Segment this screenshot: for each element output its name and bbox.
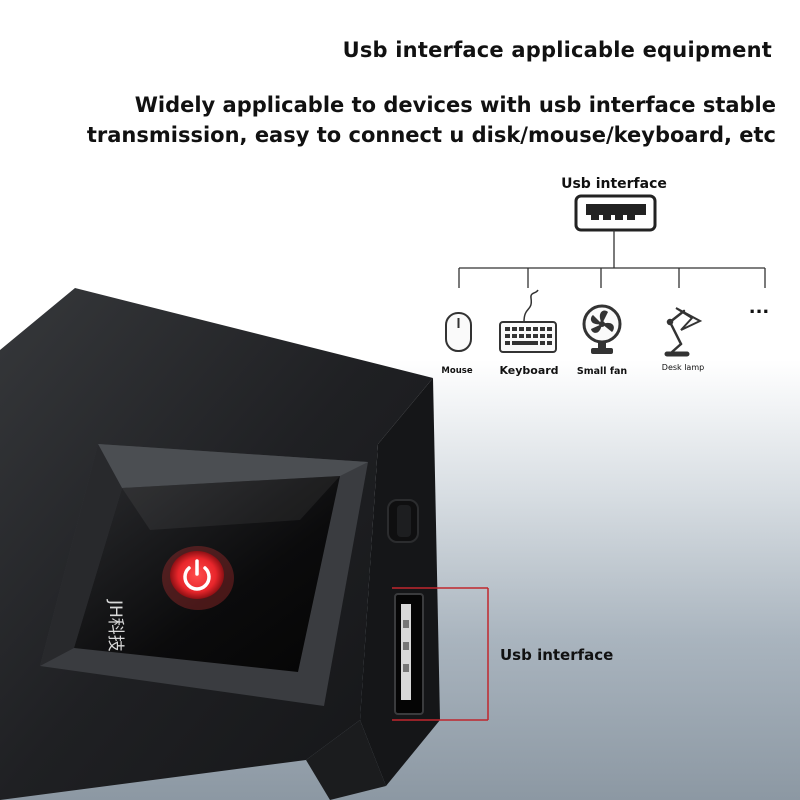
device-label-small-fan: Small fan bbox=[577, 366, 628, 377]
usb-port-icon bbox=[574, 194, 657, 232]
brand-logo: JH科技 bbox=[105, 599, 125, 652]
side-knob[interactable] bbox=[387, 499, 419, 543]
diagram-root-label: Usb interface bbox=[561, 176, 667, 192]
mouse-icon bbox=[445, 312, 472, 352]
tree-connectors bbox=[458, 230, 766, 288]
power-icon bbox=[183, 559, 211, 591]
page-title: Usb interface applicable equipment bbox=[342, 38, 772, 62]
desk-lamp-icon bbox=[664, 307, 703, 357]
keyboard-icon bbox=[499, 289, 557, 353]
fan-icon bbox=[582, 304, 622, 354]
usb-callout-label: Usb interface bbox=[500, 646, 614, 664]
power-button[interactable] bbox=[162, 546, 234, 610]
device-label-mouse: Mouse bbox=[441, 366, 472, 376]
usb-callout-bracket bbox=[392, 587, 489, 721]
device-label-desk-lamp: Desk lamp bbox=[662, 363, 704, 372]
usb-port[interactable] bbox=[394, 593, 424, 715]
device-label-keyboard: Keyboard bbox=[499, 364, 558, 377]
page-subtitle: Widely applicable to devices with usb in… bbox=[86, 93, 776, 147]
ellipsis-icon: ... bbox=[749, 297, 770, 318]
